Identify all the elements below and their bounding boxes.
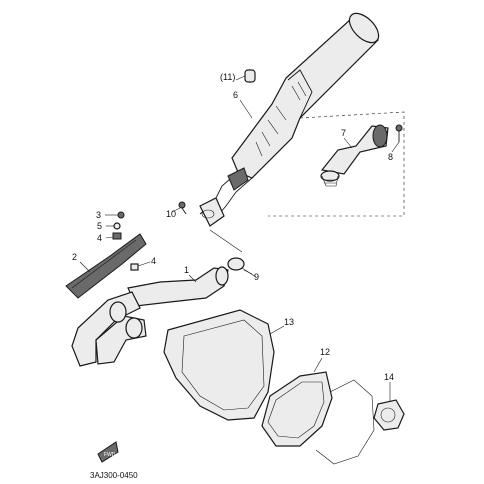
- bushing-11: [235, 69, 256, 83]
- callout-14: 14: [384, 372, 394, 382]
- gasket-9: [209, 229, 253, 275]
- leader-dashed-bracket: [268, 111, 405, 217]
- gasket-12: [261, 371, 333, 447]
- callout-12: 12: [320, 347, 330, 357]
- callout-4b: 4: [151, 256, 156, 266]
- leader-lines: [79, 99, 400, 402]
- callout-1: 1: [184, 265, 189, 275]
- cover-outline: [315, 379, 375, 465]
- callout-5: 5: [97, 221, 102, 231]
- callout-13: 13: [284, 317, 294, 327]
- callout-4a: 4: [97, 233, 102, 243]
- callout-2: 2: [72, 252, 77, 262]
- callout-8: 8: [388, 152, 393, 162]
- diagram-code: 3AJ300-0450: [90, 471, 138, 480]
- fwd-arrow-icon: FWD: [97, 441, 119, 463]
- protector-2: [65, 233, 147, 299]
- bolt-8: [395, 124, 403, 142]
- callout-3: 3: [96, 210, 101, 220]
- callout-11: (11): [220, 72, 235, 82]
- callout-9: 9: [254, 272, 259, 282]
- callout-labels: 3 5 4 2 4 1 (11) 6 7 8 10 9 13 12 14 3AJ…: [72, 72, 394, 480]
- callout-6: 6: [233, 90, 238, 100]
- gasket-13: [163, 309, 275, 421]
- exhaust-pipe-7: [320, 124, 389, 187]
- fwd-label: FWD: [104, 452, 116, 458]
- callout-10: 10: [166, 209, 176, 219]
- muffler: [199, 12, 380, 227]
- callout-7: 7: [341, 128, 346, 138]
- bolt-10: [178, 201, 187, 215]
- exhaust-pipe-1: [71, 266, 229, 367]
- gasket-14: [373, 399, 405, 431]
